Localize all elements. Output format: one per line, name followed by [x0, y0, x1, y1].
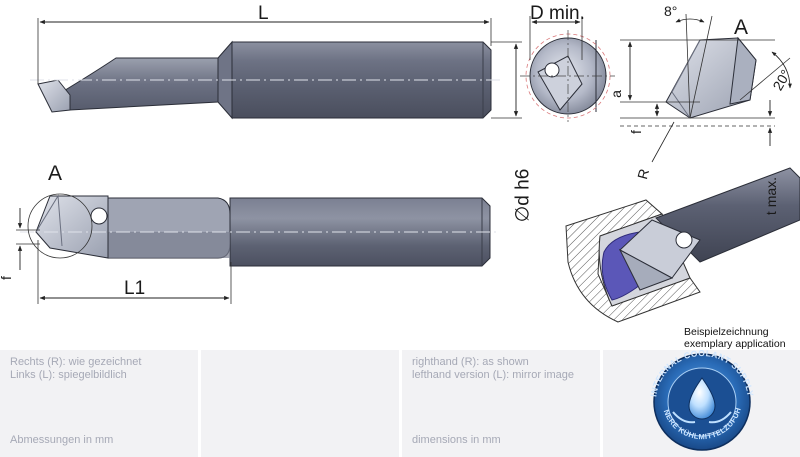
label-f-top: f: [627, 130, 644, 134]
label-8-degree: 8°: [664, 3, 678, 19]
label-L1: L1: [124, 278, 146, 299]
label-L: L: [258, 3, 269, 24]
footer-cell-de: Rechts (R): wie gezeichnet Links (L): sp…: [0, 350, 198, 457]
footer-cell-badge: INTERNAL COOLANT SUPPLY INNERE KÜHLMITTE…: [603, 350, 800, 457]
detail-A-top: [620, 13, 792, 163]
label-f-side: f: [0, 276, 14, 280]
tool-end-view: [520, 30, 615, 122]
label-A-top: A: [734, 16, 749, 39]
technical-drawing: [16, 13, 800, 323]
footer-en-dims: dimensions in mm: [412, 434, 501, 446]
label-t-max: t max.: [763, 176, 780, 216]
sample-caption-de: Beispielzeichnung: [684, 326, 769, 338]
footer-en-line2: lefthand version (L): mirror image: [412, 369, 575, 381]
sample-application-illustration: [565, 167, 800, 323]
dimension-d-h6: [491, 41, 522, 119]
label-D-min: D min.: [530, 3, 585, 24]
coolant-badge: INTERNAL COOLANT SUPPLY INNERE KÜHLMITTE…: [603, 350, 755, 451]
tool-side-view: [20, 193, 498, 267]
footer-cell-blank: [201, 350, 399, 457]
footer-cell-en: righthand (R): as shown lefthand version…: [402, 350, 600, 457]
footer-de-line2: Links (L): spiegelbildlich: [10, 369, 127, 381]
water-drop-icon: [688, 377, 716, 420]
dimension-f-side: [16, 208, 40, 270]
footer-en-line1: righthand (R): as shown: [412, 356, 529, 368]
sample-caption-en: exemplary application: [684, 338, 786, 350]
dimension-L1: [37, 240, 232, 304]
label-d-h6: ∅d h6: [512, 168, 534, 223]
footer-de-line1: Rechts (R): wie gezeichnet: [10, 356, 142, 368]
footer: Rechts (R): wie gezeichnet Links (L): sp…: [0, 350, 800, 457]
dimension-D-min: [529, 16, 583, 60]
label-a: a: [607, 90, 624, 98]
footer-de-dims: Abmessungen in mm: [10, 434, 114, 446]
dimension-L: [37, 18, 492, 84]
label-A-side: A: [48, 162, 63, 185]
tool-top-view: [30, 40, 500, 120]
